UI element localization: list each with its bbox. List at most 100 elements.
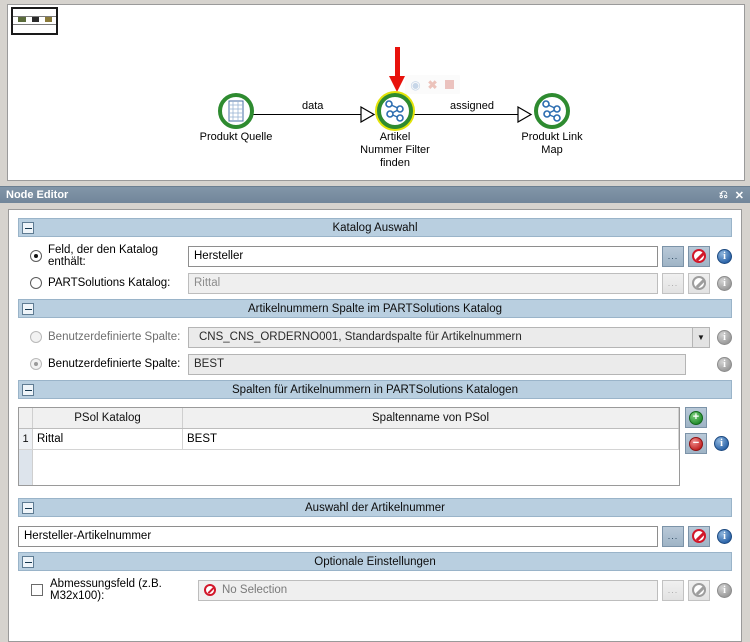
combo-standardspalte[interactable]: CNS_CNS_ORDERNO001, Standardspalte für A…: [188, 326, 710, 348]
info-icon-feld-katalog[interactable]: i: [717, 248, 732, 264]
close-icon[interactable]: ✕: [734, 189, 744, 202]
row-auswahl-artikelnummer: Hersteller-Artikelnummer ... i: [18, 525, 732, 547]
cell-spaltenname[interactable]: BEST: [183, 429, 679, 449]
node-produkt-link-map[interactable]: Produkt Link Map: [492, 93, 612, 157]
radio-label-standardspalte: Benutzerdefinierte Spalte:: [18, 331, 188, 343]
section-header-artikelnummern-spalte[interactable]: Artikelnummern Spalte im PARTSolutions K…: [18, 299, 732, 318]
table-row[interactable]: 1 Rittal BEST: [19, 429, 679, 450]
overview-node-blip: [18, 17, 26, 22]
edge-arrowhead-icon: [360, 106, 376, 123]
node-editor-titlebar: Node Editor ⎌ ✕: [0, 186, 750, 203]
edge-arrowhead-icon: [517, 106, 533, 123]
chevron-down-icon[interactable]: ▼: [692, 327, 709, 347]
input-auswahl-artikelnummer[interactable]: Hersteller-Artikelnummer: [18, 525, 658, 547]
info-icon-partsolutions-katalog: i: [717, 275, 732, 291]
radio-text: Benutzerdefinierte Spalte:: [48, 331, 181, 343]
node-produkt-quelle[interactable]: Produkt Quelle: [176, 93, 296, 144]
no-entry-icon: [692, 249, 706, 263]
radio-standardspalte: [30, 331, 42, 343]
overview-line: [13, 24, 56, 25]
radio-benutzerdefinierte-spalte: [30, 358, 42, 370]
radio-label-benutzerdefinierte-spalte[interactable]: Benutzerdefinierte Spalte:: [18, 358, 188, 370]
row-index: 1: [19, 429, 33, 449]
checkbox-text: Abmessungsfeld (z.B. M32x100):: [50, 578, 162, 602]
no-entry-icon: [692, 276, 706, 290]
cell-psol-katalog[interactable]: Rittal: [33, 429, 183, 449]
collapse-toggle-icon[interactable]: [22, 384, 34, 396]
table-header-row: PSol Katalog Spaltenname von PSol: [19, 408, 679, 429]
input-partsolutions-katalog[interactable]: Rittal: [188, 272, 658, 294]
edge-data: [251, 114, 371, 115]
node-mini-toolbar[interactable]: ◉ ✖: [405, 75, 460, 94]
collapse-toggle-icon[interactable]: [22, 502, 34, 514]
radio-label-feld-katalog[interactable]: Feld, der den Katalog enthält:: [18, 244, 188, 268]
radio-text: PARTSolutions Katalog:: [48, 277, 171, 289]
browse-label: ...: [667, 250, 679, 261]
input-benutzerdefinierte-spalte[interactable]: BEST: [188, 353, 686, 375]
collapse-toggle-icon[interactable]: [22, 303, 34, 315]
section-header-optionale-einstellungen[interactable]: Optionale Einstellungen: [18, 552, 732, 571]
spalten-table[interactable]: PSol Katalog Spaltenname von PSol 1 Ritt…: [18, 407, 680, 486]
graph-node-icon: [377, 93, 413, 129]
run-icon[interactable]: ◉: [410, 77, 421, 92]
info-icon-auswahl-artikelnummer[interactable]: i: [717, 528, 732, 544]
remove-row-button[interactable]: −: [685, 433, 707, 454]
add-row-button[interactable]: +: [685, 407, 707, 428]
table-empty-area: [19, 450, 679, 485]
collapse-toggle-icon[interactable]: [22, 222, 34, 234]
node-graph-canvas[interactable]: ◉ ✖ data assigned: [7, 4, 745, 181]
info-icon-abmessungsfeld: i: [717, 582, 732, 598]
row-abmessungsfeld: Abmessungsfeld (z.B. M32x100): No Select…: [18, 578, 732, 602]
input-feld-katalog[interactable]: Hersteller: [188, 245, 658, 267]
info-icon-spalten-tabelle[interactable]: i: [714, 436, 729, 451]
info-icon-standardspalte: i: [717, 329, 732, 345]
browse-label: ...: [667, 530, 679, 541]
cancel-icon[interactable]: ✖: [427, 77, 438, 92]
input-abmessungsfeld[interactable]: No Selection: [198, 579, 658, 601]
info-icon-benutzerdefinierte-spalte: i: [717, 356, 732, 372]
node-editor-body: Katalog Auswahl Feld, der den Katalog en…: [0, 203, 750, 642]
browse-label: ...: [667, 277, 679, 288]
no-selection-text: No Selection: [222, 584, 288, 596]
edge-label-data: data: [302, 100, 324, 112]
checkbox-label-abmessungsfeld[interactable]: Abmessungsfeld (z.B. M32x100):: [18, 578, 198, 602]
browse-button-auswahl-artikelnummer[interactable]: ...: [662, 525, 684, 547]
column-header-spaltenname[interactable]: Spaltenname von PSol: [183, 408, 679, 428]
radio-text: Benutzerdefinierte Spalte:: [48, 358, 181, 370]
browse-button-feld-katalog[interactable]: ...: [662, 245, 684, 267]
collapse-toggle-icon[interactable]: [22, 556, 34, 568]
table-side-actions: + − i: [680, 407, 732, 459]
table-corner-cell: [19, 408, 33, 428]
column-header-psol-katalog[interactable]: PSol Katalog: [33, 408, 183, 428]
section-title: Katalog Auswahl: [332, 221, 418, 234]
section-header-spalten-tabelle[interactable]: Spalten für Artikelnummern in PARTSoluti…: [18, 380, 732, 399]
section-header-katalog-auswahl[interactable]: Katalog Auswahl: [18, 218, 732, 237]
row-benutzerdefinierte-spalte: Benutzerdefinierte Spalte: BEST i: [18, 353, 732, 375]
plus-icon: +: [689, 410, 703, 425]
node-editor-form: Katalog Auswahl Feld, der den Katalog en…: [8, 209, 742, 642]
row-feld-katalog: Feld, der den Katalog enthält: Herstelle…: [18, 244, 732, 268]
no-entry-icon: [204, 584, 216, 596]
clear-button-feld-katalog[interactable]: [688, 245, 710, 267]
undock-icon[interactable]: ⎌: [718, 188, 728, 201]
radio-text: Feld, der den Katalog enthält:: [48, 244, 158, 268]
node-artikel-nummer-filter-finden[interactable]: Artikel Nummer Filter finden: [335, 93, 455, 170]
radio-label-partsolutions-katalog[interactable]: PARTSolutions Katalog:: [18, 277, 188, 289]
table-source-icon: [218, 93, 254, 129]
overview-line: [13, 16, 56, 17]
clear-button-partsolutions-katalog: [688, 272, 710, 294]
minus-icon: −: [689, 436, 703, 451]
overview-thumbnail[interactable]: [11, 7, 58, 35]
radio-partsolutions-katalog[interactable]: [30, 277, 42, 289]
checkbox-abmessungsfeld[interactable]: [31, 584, 43, 596]
row-partsolutions-katalog: PARTSolutions Katalog: Rittal ... i: [18, 272, 732, 294]
combo-value: CNS_CNS_ORDERNO001, Standardspalte für A…: [199, 331, 522, 343]
stop-icon[interactable]: [442, 77, 457, 92]
edge-assigned: [410, 114, 526, 115]
clear-button-auswahl-artikelnummer[interactable]: [688, 525, 710, 547]
annotation-arrow-icon: [389, 47, 405, 92]
overview-node-blip: [45, 17, 52, 22]
radio-feld-katalog[interactable]: [30, 250, 42, 262]
section-header-auswahl-artikelnummer[interactable]: Auswahl der Artikelnummer: [18, 498, 732, 517]
